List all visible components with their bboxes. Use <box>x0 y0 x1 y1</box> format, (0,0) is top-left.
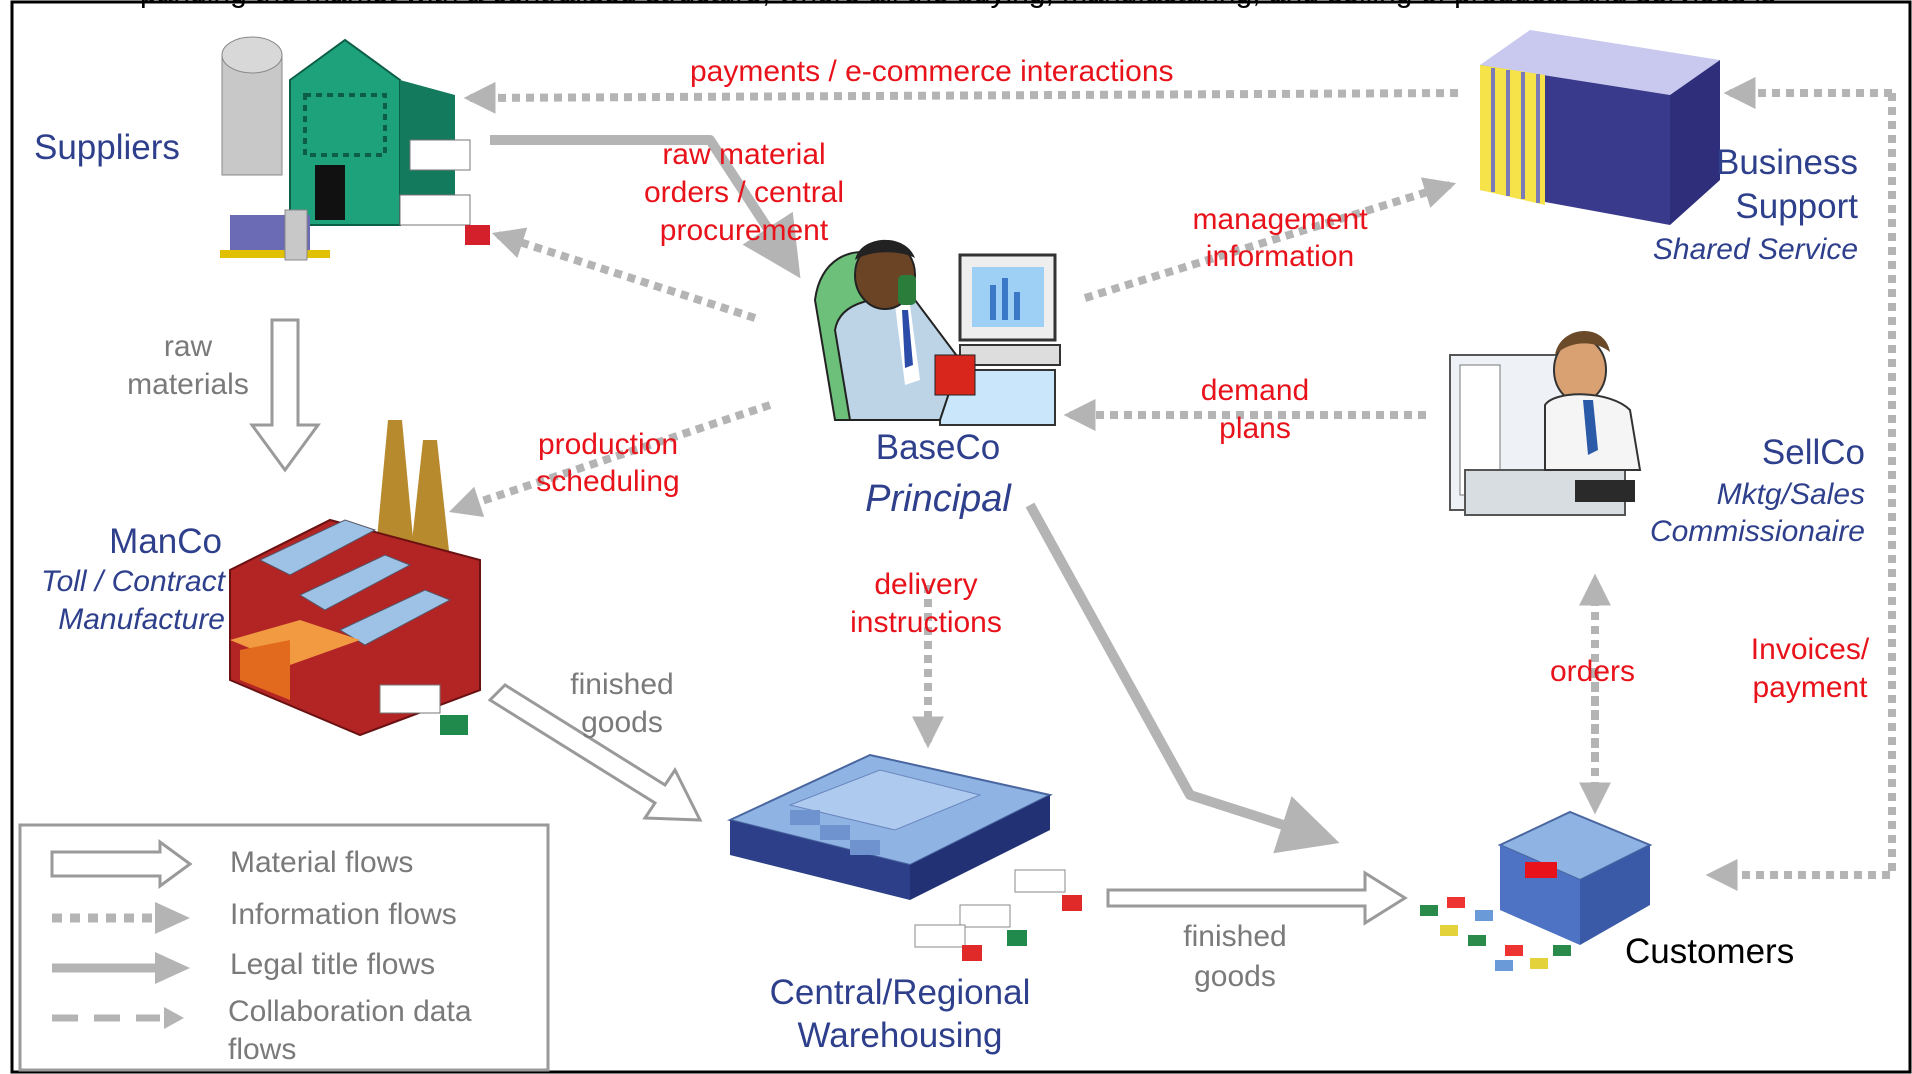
diagram-frame <box>10 0 1912 1074</box>
cropped-header-text: panding the market with a centralised st… <box>140 0 1776 11</box>
baseco-person-icon <box>813 239 1061 426</box>
business-support-line1: Business <box>1715 143 1858 182</box>
legend-label-legal: Legal title flows <box>230 948 436 981</box>
sellco-sub2: Commissionaire <box>1649 515 1865 548</box>
production-line1: production <box>537 428 679 461</box>
delivery-line1: delivery <box>874 568 978 601</box>
customers-label: Customers <box>1625 932 1795 971</box>
raw-materials-line2: materials <box>127 368 249 401</box>
suppliers-label: Suppliers <box>34 128 180 167</box>
baseco-sub: Principal <box>865 478 1011 520</box>
invoices-line2: payment <box>1752 671 1868 704</box>
legend-label-material: Material flows <box>230 846 414 879</box>
finished-goods-2-line2: goods <box>1194 960 1276 993</box>
legend-label-collaboration: Collaboration data <box>228 995 472 1028</box>
warehouse-line2: Warehousing <box>797 1016 1003 1055</box>
raw-materials-line1: raw <box>163 330 213 363</box>
raw-orders-line3: procurement <box>659 214 829 247</box>
orders-label: orders <box>1550 655 1636 688</box>
manco-label: ManCo <box>109 522 222 561</box>
material-flow-arrows <box>249 318 1408 926</box>
business-support-container-icon <box>1480 30 1720 225</box>
raw-orders-line1: raw material <box>662 138 826 171</box>
management-line1: management <box>1192 203 1368 236</box>
manco-factory-icon <box>229 420 481 737</box>
warehouse-icon <box>727 753 1082 961</box>
finished-goods-1-line1: finished <box>570 668 674 701</box>
production-line2: scheduling <box>536 465 680 498</box>
legend-label-collaboration-2: flows <box>228 1033 297 1066</box>
baseco-label: BaseCo <box>875 428 1001 467</box>
demand-line2: plans <box>1219 412 1291 445</box>
sellco-label: SellCo <box>1761 433 1865 472</box>
warehouse-line1: Central/Regional <box>769 973 1031 1012</box>
sellco-person-icon <box>1449 330 1642 516</box>
invoices-line1: Invoices/ <box>1750 633 1870 666</box>
legend-label-information: Information flows <box>230 898 457 931</box>
business-support-line2: Support <box>1735 187 1858 226</box>
delivery-line2: instructions <box>850 606 1002 639</box>
demand-line1: demand <box>1200 374 1310 407</box>
payments-label: payments / e-commerce interactions <box>690 55 1174 88</box>
finished-goods-1-line2: goods <box>581 706 663 739</box>
manco-sub1: Toll / Contract <box>41 565 225 598</box>
manco-sub2: Manufacture <box>58 603 225 636</box>
suppliers-factory-icon <box>220 36 490 261</box>
information-flow-arrows <box>448 77 1896 891</box>
finished-goods-2-line1: finished <box>1183 920 1287 953</box>
legend-material-swatch <box>50 839 193 889</box>
business-support-sub: Shared Service <box>1652 233 1858 266</box>
legal-title-flow-arrows <box>490 135 1340 854</box>
legend-box <box>18 823 550 1072</box>
raw-orders-line2: orders / central <box>643 176 845 209</box>
management-line2: information <box>1205 240 1355 273</box>
sellco-sub1: Mktg/Sales <box>1716 478 1865 511</box>
customers-store-icon <box>1420 810 1653 971</box>
